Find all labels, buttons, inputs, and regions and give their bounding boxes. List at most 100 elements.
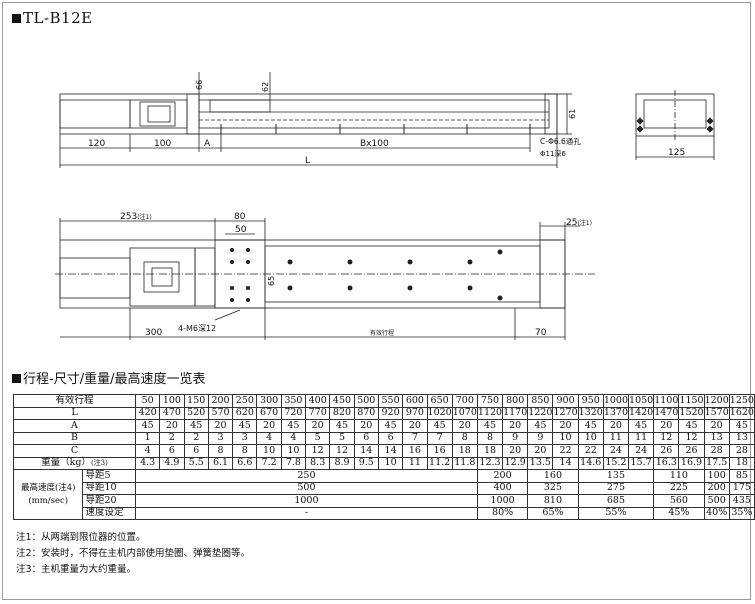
side-view (635, 90, 715, 160)
table-cell: 24 (602, 444, 630, 458)
table-cell: 15.2 (602, 456, 630, 470)
table-cell: 17.5 (703, 456, 730, 470)
speed-cell: 100 (703, 469, 730, 483)
note-3: 注3：主机重量为大约重量。 (16, 564, 137, 575)
table-cell: 20 (305, 419, 331, 433)
table-cell: 11.2 (426, 456, 453, 470)
table-cell: 1020 (426, 406, 453, 420)
table-cell: 45 (476, 419, 504, 433)
table-cell: 4 (256, 431, 282, 445)
table-cell: 200 (207, 394, 234, 408)
table-cell: 2 (183, 431, 209, 445)
dim-300-label: 300 (145, 328, 162, 338)
table-cell: 10 (280, 444, 307, 458)
table-cell: 20 (527, 444, 554, 458)
speed-cell: 500 (134, 481, 478, 495)
table-cell: 3 (232, 431, 258, 445)
table-cell: 14 (552, 456, 579, 470)
model-title: TL-B12E (12, 9, 93, 27)
table-cell: 500 (353, 394, 379, 408)
table-cell: 1420 (628, 406, 655, 420)
bullet-square-icon (12, 374, 21, 383)
table-cell: 10 (377, 456, 404, 470)
table-cell: 600 (402, 394, 428, 408)
speed-cell: 40% (703, 506, 730, 520)
row-label: A (13, 419, 136, 433)
table-cell: 4 (134, 444, 161, 458)
table-cell: 15.7 (628, 456, 655, 470)
table-cell: 1370 (602, 406, 630, 420)
table-cell: 550 (377, 394, 404, 408)
row-label: 有效行程 (13, 394, 136, 408)
table-cell: 8.3 (305, 456, 331, 470)
table-cell: 6 (159, 444, 185, 458)
table-cell: 1100 (653, 394, 680, 408)
table-cell: 250 (232, 394, 258, 408)
table-cell: 11 (402, 456, 428, 470)
table-cell: 22 (577, 444, 604, 458)
table-cell: 470 (159, 406, 185, 420)
speed-cell: 225 (653, 481, 705, 495)
table-cell: 100 (159, 394, 185, 408)
table-cell: 20 (552, 419, 579, 433)
speed-cell: 200 (703, 481, 730, 495)
table-cell: 150 (183, 394, 209, 408)
speed-cell: 80% (476, 506, 529, 520)
table-cell: 1250 (728, 394, 755, 408)
table-cell: 1620 (728, 406, 755, 420)
table-cell: 20 (256, 419, 282, 433)
table-cell: 5 (305, 431, 331, 445)
table-cell: 650 (426, 394, 453, 408)
table-cell: 20 (502, 419, 529, 433)
table-cell: 6 (183, 444, 209, 458)
dim-70-label: 70 (535, 328, 547, 338)
table-cell: 8 (451, 431, 478, 445)
table-cell: 45 (426, 419, 453, 433)
top-view (59, 72, 572, 168)
table-cell: 20 (703, 419, 730, 433)
table-cell: 24 (628, 444, 655, 458)
table-cell: 4.9 (159, 456, 185, 470)
table-cell: 6 (353, 431, 379, 445)
row-label: B (13, 431, 136, 445)
speed-cell: 250 (134, 469, 478, 483)
table-cell: 1270 (552, 406, 579, 420)
table-cell: 1050 (628, 394, 655, 408)
table-cell: 16 (402, 444, 428, 458)
table-cell: 1520 (678, 406, 705, 420)
table-cell: 11 (628, 431, 655, 445)
table-cell: 3 (207, 431, 234, 445)
speed-cell: 400 (476, 481, 529, 495)
speed-cell: 810 (527, 494, 579, 508)
table-cell: 12 (305, 444, 331, 458)
table-cell: 14.6 (577, 456, 604, 470)
table-cell: 1000 (602, 394, 630, 408)
table-cell: 45 (134, 419, 161, 433)
table-cell: 2 (159, 431, 185, 445)
table-cell: 8 (476, 431, 504, 445)
table-cell: 1220 (527, 406, 554, 420)
table-cell: 16.3 (653, 456, 680, 470)
table-cell: 7 (426, 431, 453, 445)
hole-spec-label: C-Φ6.6通孔 (540, 136, 581, 146)
table-cell: 45 (728, 419, 755, 433)
table-cell: 770 (305, 406, 331, 420)
table-cell: 20 (159, 419, 185, 433)
table-cell: 6.1 (207, 456, 234, 470)
table-cell: 20 (653, 419, 680, 433)
table-cell: 18 (451, 444, 478, 458)
table-cell: 800 (502, 394, 529, 408)
table-cell: 12.3 (476, 456, 504, 470)
table-cell: 970 (402, 406, 428, 420)
table-cell: 20 (602, 419, 630, 433)
speed-cell: 1000 (134, 494, 478, 508)
dim-253-label: 253(注1) (120, 212, 152, 222)
row-speed: 速度设定-80%65%55%45%40%35% (14, 506, 755, 520)
table-cell: 620 (232, 406, 258, 420)
table-cell: 45 (527, 419, 554, 433)
table-cell: 850 (527, 394, 554, 408)
table-cell: 14 (353, 444, 379, 458)
